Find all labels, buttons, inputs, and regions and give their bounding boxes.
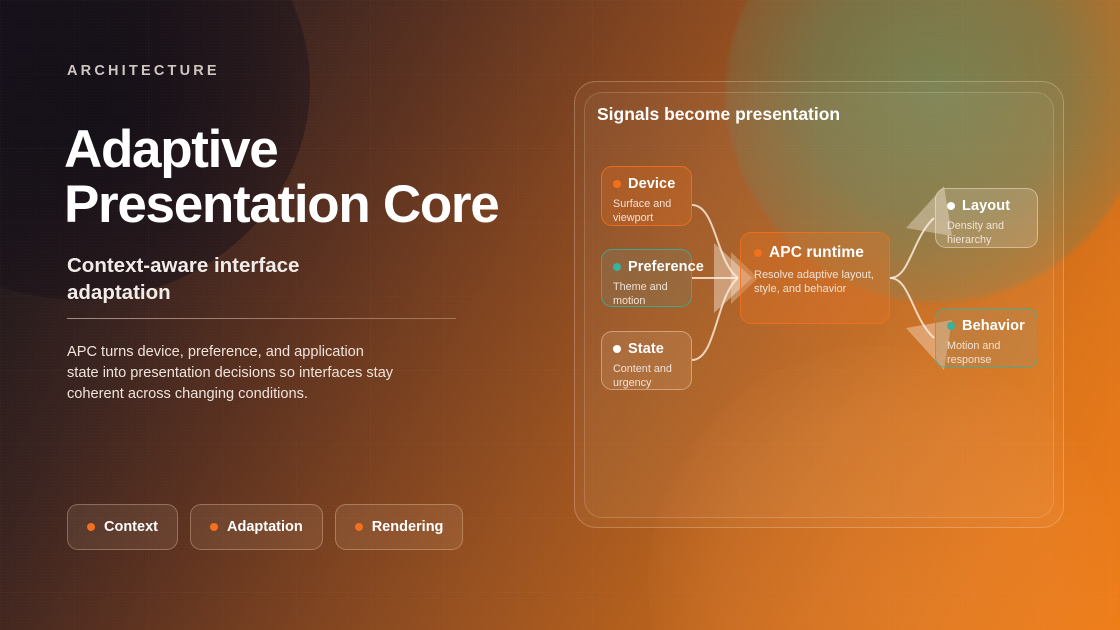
chip-adaptation[interactable]: Adaptation (189, 504, 323, 550)
diagram-node-layout[interactable]: Layout Density and hierarchy (935, 188, 1038, 248)
node-description: Motion and response (947, 340, 1001, 366)
node-title: State (628, 341, 664, 357)
chip-label: Rendering (371, 519, 444, 535)
diagram-node-apc-runtime[interactable]: APC runtime Resolve adaptive layout, sty… (740, 232, 890, 324)
chip-dot-icon (354, 523, 363, 531)
diagram-canvas (584, 92, 1054, 518)
node-title: Behavior (962, 318, 1025, 334)
node-title: Device (628, 176, 676, 192)
diagram-node-behavior[interactable]: Behavior Motion and response (935, 308, 1038, 368)
node-header: Behavior (947, 318, 1026, 334)
status-dot-icon (613, 345, 621, 353)
chip-dot-icon (87, 523, 95, 531)
eyebrow-label: ARCHITECTURE (67, 63, 220, 79)
diagram-node-device[interactable]: Device Surface and viewport (601, 166, 692, 226)
body-paragraph: APC turns device, preference, and applic… (67, 344, 394, 402)
page-title: Adaptive Presentation Core (64, 120, 500, 234)
subtitle: Context-aware interface adaptation (67, 254, 300, 304)
node-header: Preference (613, 259, 704, 275)
diagram-node-preference[interactable]: Preference Theme and motion (601, 249, 704, 307)
status-dot-icon (613, 180, 621, 188)
node-title: Preference (628, 259, 704, 275)
node-header: APC runtime (754, 244, 876, 262)
status-dot-icon (947, 202, 955, 210)
chip-label: Adaptation (226, 519, 303, 535)
divider (67, 318, 456, 319)
diagram-panel-outer (574, 81, 1064, 528)
chip-label: Context (104, 519, 158, 535)
chip-rendering[interactable]: Rendering (334, 504, 464, 550)
node-title: Layout (962, 198, 1011, 214)
node-description: Content and urgency (613, 363, 672, 389)
status-dot-icon (947, 322, 955, 330)
node-header: State (613, 341, 680, 357)
node-header: Device (613, 176, 680, 192)
chip-context[interactable]: Context (67, 504, 178, 550)
status-dot-icon (613, 263, 621, 271)
diagram-node-state[interactable]: State Content and urgency (601, 331, 692, 390)
diagram-title: Signals become presentation (597, 104, 841, 124)
hero-text-column: ARCHITECTURE Adaptive Presentation Core … (64, 0, 537, 630)
node-title: APC runtime (769, 244, 864, 261)
node-description: Resolve adaptive layout, style, and beha… (754, 269, 874, 295)
node-description: Surface and viewport (613, 198, 672, 224)
node-description: Theme and motion (613, 281, 668, 307)
node-header: Layout (947, 198, 1026, 214)
tag-chip-group: Context Adaptation Rendering (67, 504, 464, 550)
chip-dot-icon (209, 523, 218, 531)
node-description: Density and hierarchy (947, 220, 1005, 246)
status-dot-icon (754, 249, 762, 257)
